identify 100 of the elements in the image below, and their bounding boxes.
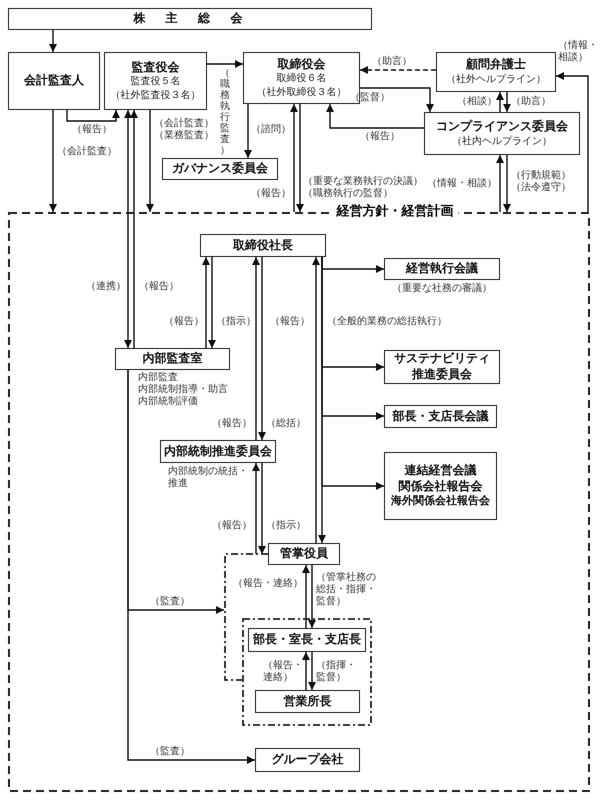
arrow — [302, 565, 310, 628]
unit-title: サステナビリティ推進委員会 — [394, 351, 490, 383]
unit-detail: 監査役５名 — [130, 75, 180, 89]
unit-title: 管掌役員 — [280, 546, 328, 562]
unit-title: 連結経営会議 — [404, 463, 476, 479]
edge-label: （報告） — [251, 188, 291, 200]
edge-label: （会計監査）（業務監査） — [154, 118, 215, 142]
arrow — [66, 110, 120, 122]
edge-label: （総括） — [266, 418, 306, 430]
unit-title: 内部統制推進委員会 — [164, 444, 272, 460]
arrow — [302, 652, 310, 690]
edge-label: （連携） — [86, 281, 126, 293]
unit-title: 取締役会 — [278, 56, 326, 72]
unit-detail: （社外監査役３名） — [110, 88, 200, 102]
unit-detail: （社外取締役３名） — [256, 86, 346, 100]
arrow — [49, 30, 57, 52]
arrow — [252, 463, 260, 554]
edge-label: （全般的業務の総括執行） — [327, 316, 447, 328]
dashed-arrow — [360, 66, 436, 74]
unit-title: 内部監査室 — [142, 351, 202, 367]
edge-label: （助言） — [511, 96, 551, 108]
arrow — [503, 155, 511, 212]
arrow — [308, 565, 316, 628]
org-box — [160, 440, 276, 463]
org-box — [248, 628, 366, 652]
arrow — [496, 155, 504, 212]
arrow — [308, 652, 316, 690]
org-box — [384, 452, 497, 520]
org-box — [8, 52, 100, 110]
double-arrow — [124, 110, 132, 348]
arrow — [252, 257, 260, 440]
edge-label: （助言） — [372, 56, 412, 68]
edge-label: （報告・連絡） — [233, 578, 303, 590]
unit-title: 営業所長 — [284, 694, 332, 710]
edge-label: （管掌社務の総括・指揮・監督） — [316, 572, 377, 608]
unit-title: コンプライアンス委員会 — [436, 118, 568, 135]
arrow — [321, 257, 384, 490]
edge-label: （行動規範）（法令遵守） — [511, 170, 572, 194]
note-text: 内部統制指導・助言 — [138, 384, 228, 396]
edge-label: （監督） — [350, 92, 390, 104]
org-box — [243, 52, 360, 104]
edge-label: （報告） — [270, 316, 310, 328]
edge-label: （指示） — [266, 520, 306, 532]
arrow — [49, 110, 57, 212]
org-box — [8, 8, 372, 30]
unit-title: グループ会社 — [272, 752, 344, 768]
org-box — [255, 748, 360, 772]
arrow — [130, 110, 138, 348]
unit-title: 会計監査人 — [24, 73, 84, 89]
note-text: （重要な社務の審議） — [392, 283, 492, 295]
edge-label: （報告） — [164, 316, 204, 328]
dash-dot-frame — [242, 618, 372, 726]
dashed-region-frame — [8, 202, 590, 792]
note-text: 内部統制の統括・推進 — [168, 466, 249, 490]
org-box — [436, 52, 556, 92]
arrow — [360, 87, 434, 112]
arrow — [258, 257, 266, 440]
edge-label: （諮問） — [251, 124, 291, 136]
edge-label: （報告） — [139, 281, 179, 293]
edge-label: （報告） — [72, 124, 112, 136]
edge-label: （監査） — [150, 746, 190, 758]
edge-label: （指揮・監督） — [316, 660, 357, 684]
arrow — [146, 110, 154, 212]
edge-label: （相談） — [457, 96, 497, 108]
org-box — [384, 350, 500, 384]
edge-label: （重要な業務執行の決議）（職務執行の監督） — [303, 176, 424, 200]
org-box — [162, 158, 278, 180]
edge-label: （会計監査） — [57, 146, 117, 158]
edge-label: （職務執行監査） — [220, 68, 230, 156]
edge-label: （報告） — [212, 520, 252, 532]
unit-detail: 取締役６名 — [276, 72, 326, 86]
unit-detail: （社内ヘルプライン） — [452, 134, 552, 148]
org-box — [384, 405, 497, 428]
org-box — [104, 52, 207, 110]
org-box — [384, 258, 500, 280]
edge-label: （監査） — [150, 596, 190, 608]
unit-title: 部長・支店長会議 — [392, 408, 488, 424]
unit-title: 関係会社報告会 — [398, 478, 482, 494]
arrow — [207, 60, 243, 68]
org-box — [268, 543, 340, 565]
org-box — [200, 234, 326, 257]
arrow — [312, 257, 320, 543]
note-text: 内部統制評価 — [138, 396, 198, 408]
unit-title: 顧問弁護士 — [466, 57, 526, 74]
note-text: 内部監査 — [138, 372, 178, 384]
edge-label: （報告） — [212, 418, 252, 430]
arrow — [258, 463, 266, 554]
arrow — [503, 92, 511, 112]
edge-label: （報告・連絡） — [263, 660, 304, 684]
unit-title: 株 主 総 会 — [133, 11, 247, 27]
arrow — [496, 92, 504, 112]
unit-title: 海外関係会社報告会 — [391, 494, 490, 509]
unit-detail: （社外ヘルプライン） — [446, 73, 546, 87]
unit-title: 取締役社長 — [233, 238, 293, 254]
unit-title: 部長・室長・支店長 — [253, 632, 361, 648]
edge-label: （報告） — [360, 131, 400, 143]
arrow — [202, 257, 210, 348]
region-title: 経営方針・経営計画 — [332, 205, 458, 220]
arrow — [244, 104, 252, 158]
arrow — [290, 104, 298, 212]
